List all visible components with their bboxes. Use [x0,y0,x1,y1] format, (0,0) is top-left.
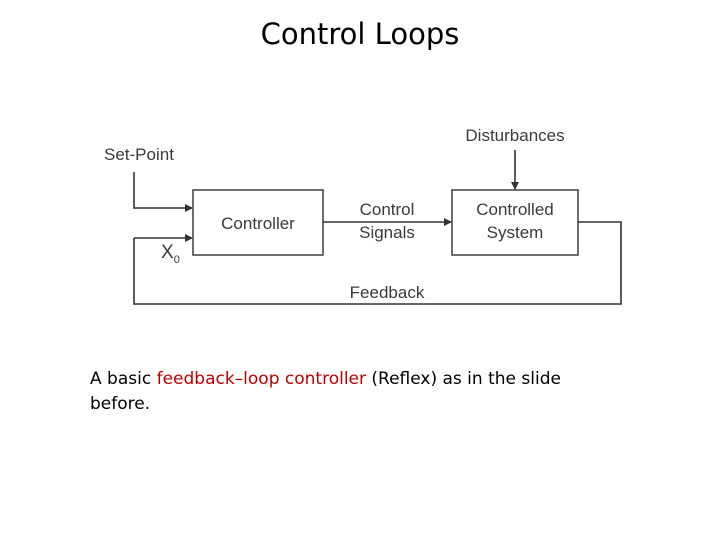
control-signals-label-line1: Control [360,200,415,219]
slide-caption: A basic feedback–loop controller (Reflex… [90,367,610,417]
slide-title: Control Loops [260,17,460,51]
control-signals-label-line2: Signals [359,223,415,242]
set-point-arrow [133,172,193,212]
input-x0-label: X0 [161,242,180,266]
input-x-symbol: X [161,242,174,263]
controlled-system-label-line2: System [487,223,544,242]
caption-suffix: (Reflex) as in the slide before. [90,369,561,414]
disturbances-label: Disturbances [465,126,564,145]
controller-label: Controller [221,214,295,233]
feedback-loop-diagram: Set-Point X0 Controller Control Signals … [104,126,622,305]
input-x-subscript: 0 [174,254,180,266]
feedback-label: Feedback [350,283,425,302]
caption-prefix: A basic [90,369,157,389]
controlled-system-label-line1: Controlled [476,200,554,219]
feedback-loop-line [133,221,622,305]
set-point-label: Set-Point [104,145,174,164]
caption-highlight: feedback–loop controller [156,369,366,389]
